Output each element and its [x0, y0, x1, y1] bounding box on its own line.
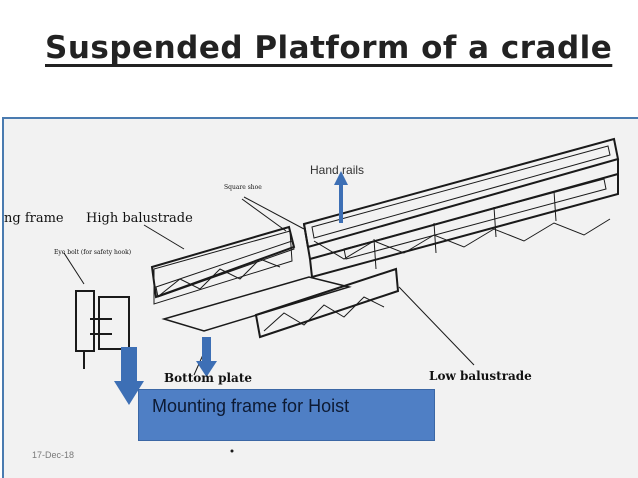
- g-frame-label: ng frame: [4, 211, 64, 226]
- slide-title: Suspended Platform of a cradle: [45, 30, 613, 66]
- slide-date: 17-Dec-18: [32, 450, 75, 460]
- low-balustrade-drawing: [254, 267, 400, 339]
- mounting-frame-callout-text: Mounting frame for Hoist: [152, 396, 350, 416]
- high-balustrade-drawing: [150, 225, 296, 305]
- mounting-frame-drawing: [75, 290, 130, 369]
- bottom-plate-drawing: [161, 276, 352, 332]
- mounting-frame-callout: [138, 389, 435, 441]
- cradle-drawing: [63, 137, 620, 453]
- long-hand-rail: [302, 137, 620, 279]
- bottom-plate-label: Bottom plate: [164, 371, 253, 385]
- eye-bolt-label: Eye bolt (for safety hook): [54, 249, 132, 256]
- square-shoe-label: Square shoe: [224, 184, 262, 191]
- high-balustrade-label: High balustrade: [86, 211, 193, 226]
- low-balustrade-label: Low balustrade: [429, 369, 532, 383]
- hand-rails-label: Hand rails: [310, 163, 365, 177]
